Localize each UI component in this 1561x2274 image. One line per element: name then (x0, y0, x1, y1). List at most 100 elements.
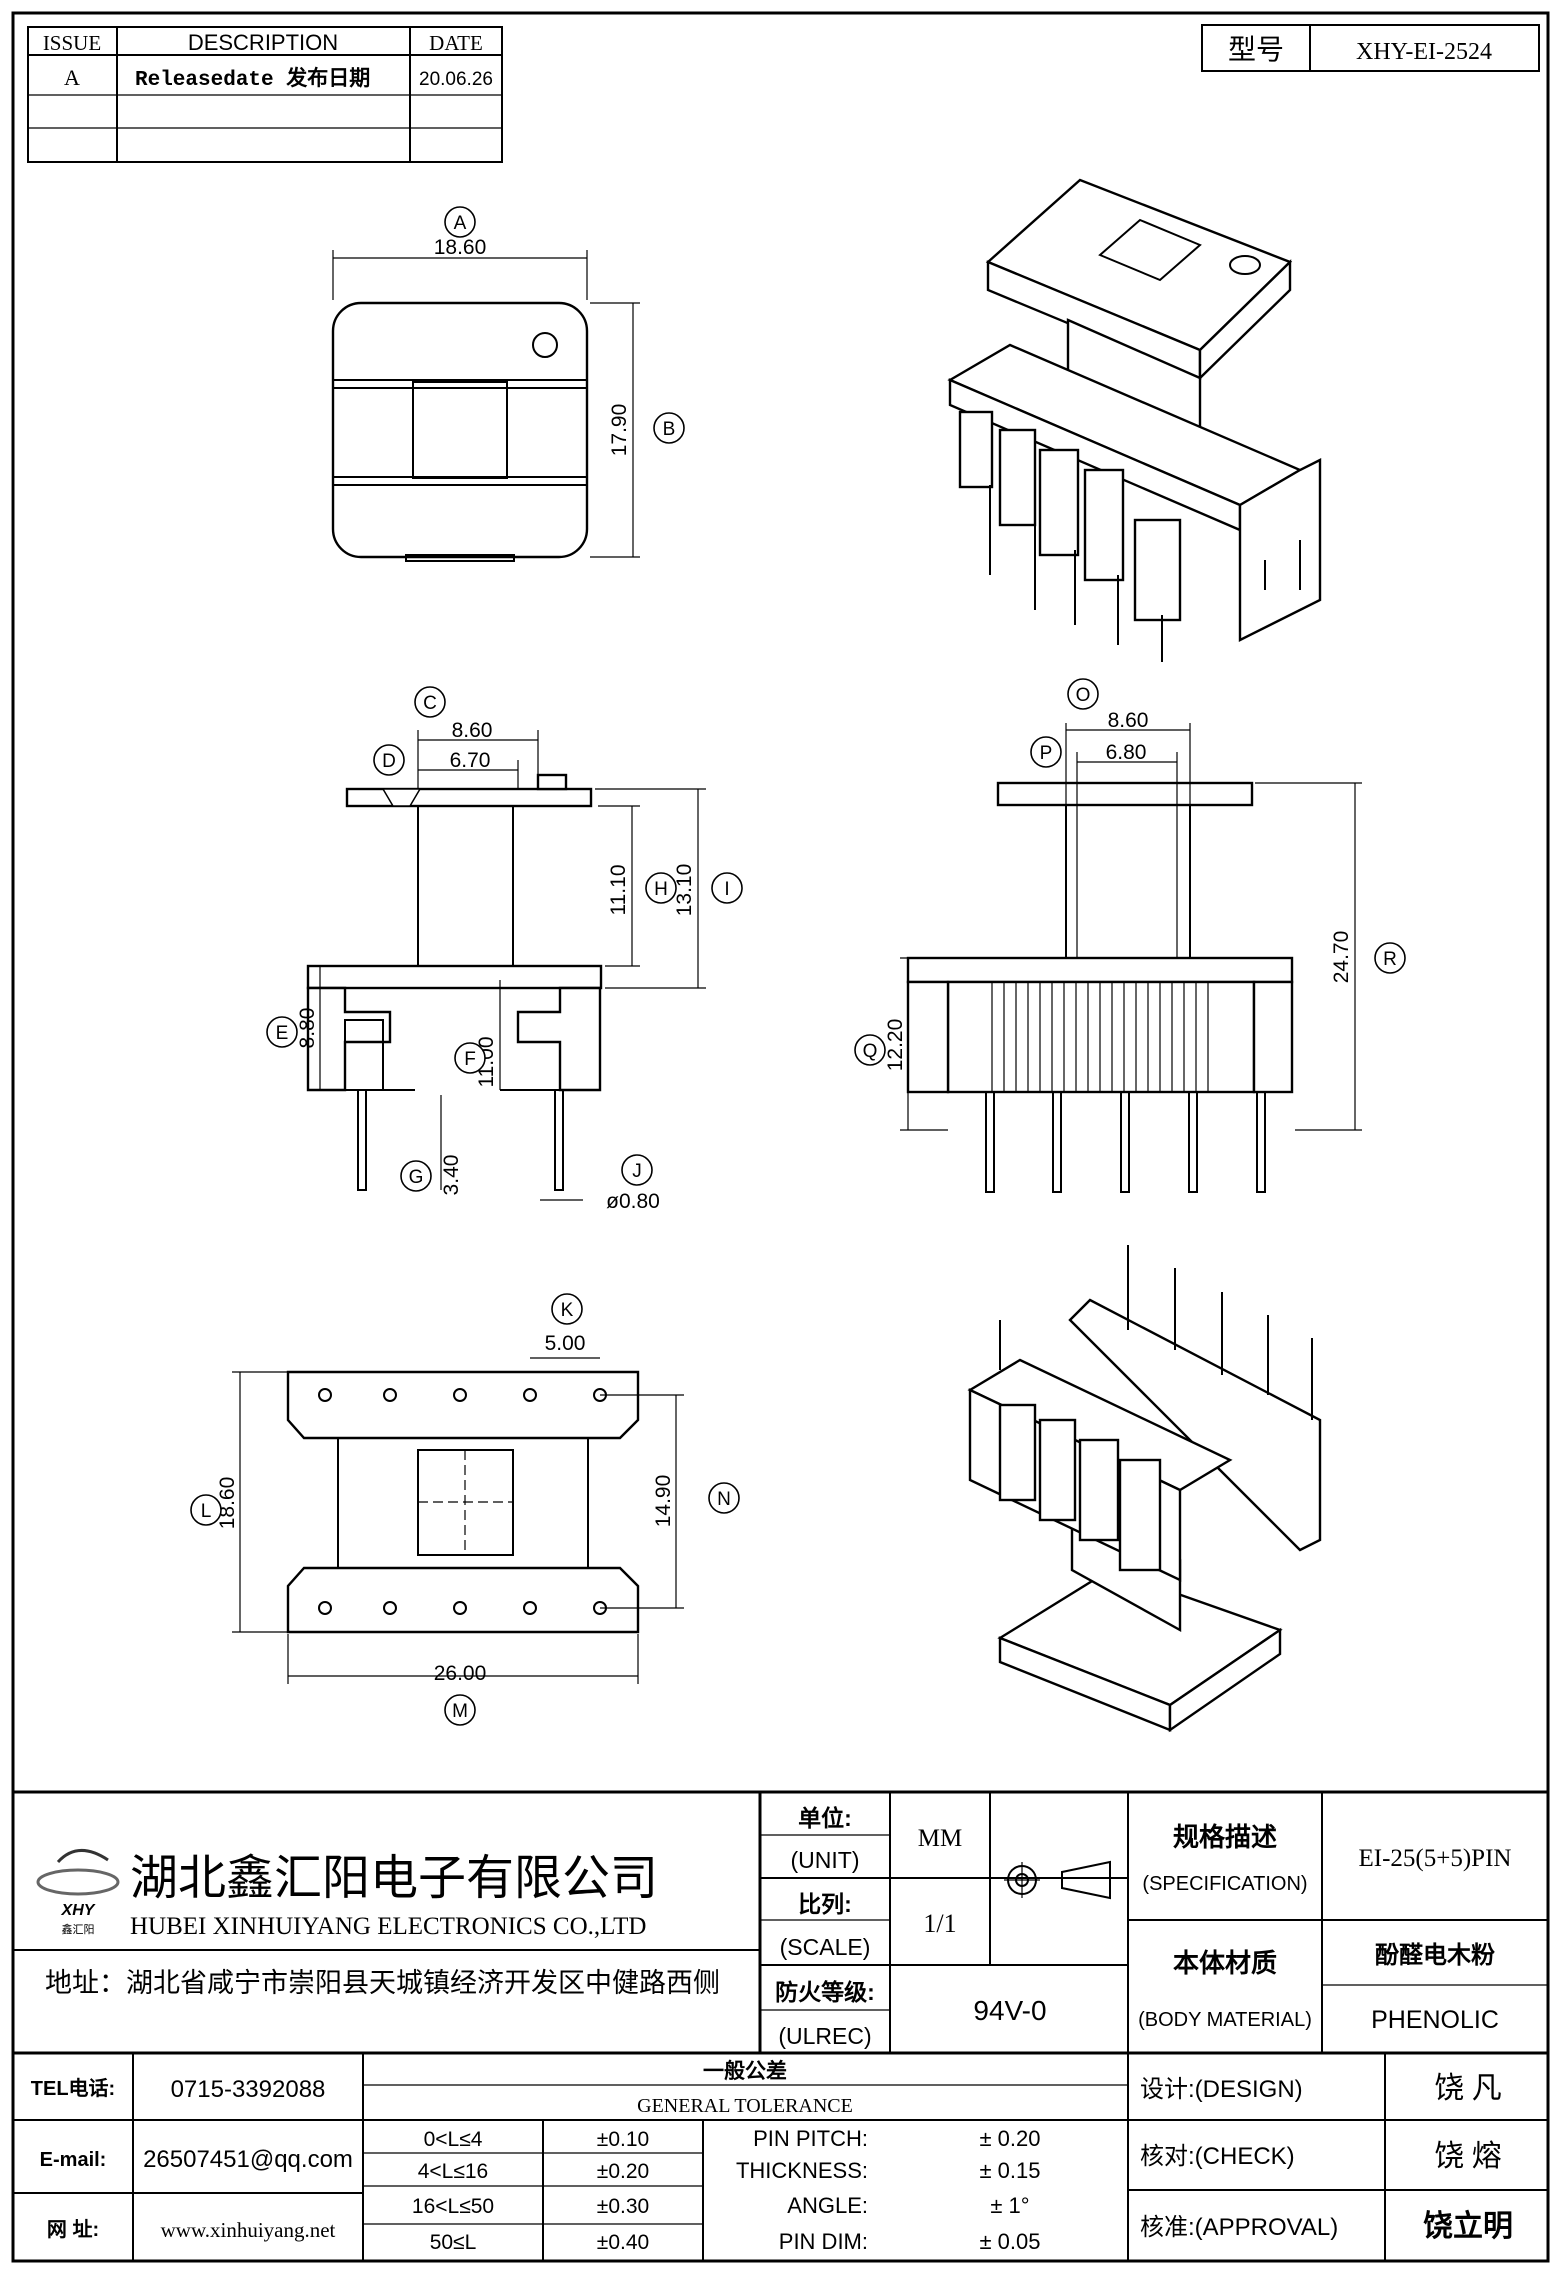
tol-special-label-3: PIN DIM: (779, 2229, 868, 2254)
dim-m-value: 26.00 (434, 1662, 487, 1685)
dim-h-letter: H (654, 879, 668, 900)
dim-a-balloon (444, 206, 476, 238)
dim-j-letter: J (632, 1161, 642, 1182)
rev-row-date: 20.06.26 (419, 69, 493, 90)
rev-header-issue: ISSUE (43, 31, 101, 55)
bottom-row-pin-holes (318, 1601, 607, 1615)
model-value: XHY-EI-2524 (1356, 39, 1492, 65)
dim-b-letter: B (663, 419, 676, 440)
isometric-view-top (947, 178, 1322, 662)
material-value-cn: 酚醛电木粉 (1375, 1942, 1495, 1969)
dim-h-balloon (645, 872, 677, 904)
tel-value: 0715-3392088 (171, 2076, 326, 2103)
dim-o-value: 8.60 (1108, 709, 1149, 732)
logo-sub: 鑫汇阳 (62, 1922, 95, 1936)
dim-p-balloon (1030, 736, 1062, 768)
dim-d-value: 6.70 (450, 749, 491, 772)
web-value: www.xinhuiyang.net (161, 2218, 336, 2242)
tol-value-0: ±0.10 (597, 2128, 649, 2151)
title-block: XHY 鑫汇阳 湖北鑫汇阳电子有限公司 HUBEI XINHUIYANG ELE… (13, 1790, 1548, 2261)
dim-n-value: 14.90 (652, 1475, 675, 1528)
dim-b-value: 17.90 (608, 404, 631, 457)
tol-special-value-1: ± 0.15 (979, 2158, 1040, 2183)
check-name: 饶 熔 (1434, 2140, 1502, 2173)
dim-f-letter: F (464, 1049, 476, 1070)
dim-k-value: 5.00 (545, 1332, 586, 1355)
tol-range-0: 0<L≤4 (424, 2128, 483, 2151)
spec-label-en: (SPECIFICATION) (1142, 1873, 1307, 1895)
web-label: 网 址: (47, 2218, 99, 2241)
dim-a-letter: A (454, 213, 467, 234)
dim-l-letter: L (201, 1501, 212, 1522)
ulrec-label-cn: 防火等级: (775, 1979, 875, 2005)
dim-q-letter: Q (863, 1041, 878, 1062)
winding-lines (991, 982, 1209, 1092)
dim-l-value: 18.60 (216, 1477, 239, 1530)
tolerance-title-cn: 一般公差 (703, 2059, 787, 2083)
dim-k-balloon (551, 1293, 583, 1325)
dim-o-letter: O (1076, 685, 1091, 706)
dim-g-balloon (400, 1160, 432, 1192)
company-name-cn: 湖北鑫汇阳电子有限公司 (130, 1852, 658, 1905)
check-label: 核对:(CHECK) (1140, 2143, 1295, 2170)
projection-symbol-icon (1004, 1860, 1111, 1900)
dim-n-balloon (708, 1482, 740, 1514)
dim-i-balloon (711, 872, 743, 904)
bottom-view: K 5.00 18.60 L 14.90 N 26.00 M (190, 1293, 740, 1726)
dim-a-value: 18.60 (434, 236, 487, 259)
dim-g-letter: G (409, 1167, 424, 1188)
dim-c-letter: C (423, 693, 437, 714)
tol-special-value-2: ± 1° (990, 2193, 1029, 2218)
scale-label-cn: 比列: (798, 1891, 852, 1917)
dim-e-letter: E (276, 1023, 289, 1044)
rev-row-issue: A (64, 65, 80, 90)
scale-value: 1/1 (923, 1909, 956, 1938)
dim-o-balloon (1067, 678, 1099, 710)
model-label: 型号 (1228, 34, 1284, 65)
dim-j-value: ø0.80 (606, 1190, 660, 1213)
front-view: C 8.60 D 6.70 11.10 H 13.10 I 8.80 E 11.… (266, 686, 743, 1213)
ulrec-value: 94V-0 (973, 1995, 1046, 2026)
dim-r-letter: R (1383, 949, 1397, 970)
unit-label-en: (UNIT) (791, 1847, 860, 1873)
revision-table: ISSUE DESCRIPTION DATE A Releasedate 发布日… (27, 26, 503, 163)
design-name: 饶 凡 (1434, 2072, 1502, 2105)
dim-l-balloon (190, 1494, 222, 1526)
top-view: A 18.60 17.90 B (331, 206, 685, 562)
tel-label: TEL电话: (31, 2077, 115, 2100)
tol-special-label-1: THICKNESS: (736, 2158, 868, 2183)
tol-special-value-0: ± 0.20 (979, 2126, 1040, 2151)
isometric-view-bottom (967, 1245, 1322, 1733)
company-logo: XHY 鑫汇阳 (36, 1849, 120, 1936)
dim-d-letter: D (382, 751, 396, 772)
pin1-marker-3d-icon (1229, 255, 1261, 275)
dim-m-letter: M (452, 1701, 468, 1722)
sheet-border (11, 11, 1550, 2263)
rev-header-date: DATE (429, 31, 483, 55)
dim-j-balloon (621, 1154, 653, 1186)
scale-label-en: (SCALE) (780, 1934, 871, 1960)
tol-special-value-3: ± 0.05 (979, 2229, 1040, 2254)
ulrec-label-en: (ULREC) (778, 2023, 871, 2049)
rev-row-description: Releasedate 发布日期 (135, 66, 370, 92)
tol-value-1: ±0.20 (597, 2160, 649, 2183)
email-value: 26507451@qq.com (143, 2146, 353, 2173)
material-label-cn: 本体材质 (1173, 1948, 1277, 1978)
email-label: E-mail: (40, 2149, 107, 2171)
dim-i-value: 13.10 (673, 864, 696, 917)
unit-value: MM (918, 1825, 962, 1852)
tolerance-title-en: GENERAL TOLERANCE (637, 2095, 853, 2117)
dim-q-value: 12.20 (884, 1019, 907, 1072)
tol-value-2: ±0.30 (597, 2195, 649, 2218)
dim-i-letter: I (724, 879, 729, 900)
tol-range-1: 4<L≤16 (418, 2160, 489, 2183)
dim-r-balloon (1374, 942, 1406, 974)
side-view: O 8.60 P 6.80 24.70 R 12.20 Q (854, 678, 1406, 1193)
dim-f-balloon (454, 1042, 486, 1074)
approval-label: 核准:(APPROVAL) (1140, 2214, 1338, 2241)
dim-k-letter: K (561, 1300, 574, 1321)
dim-b-balloon (653, 412, 685, 444)
design-label: 设计:(DESIGN) (1140, 2076, 1303, 2103)
spec-label-cn: 规格描述 (1173, 1822, 1277, 1852)
